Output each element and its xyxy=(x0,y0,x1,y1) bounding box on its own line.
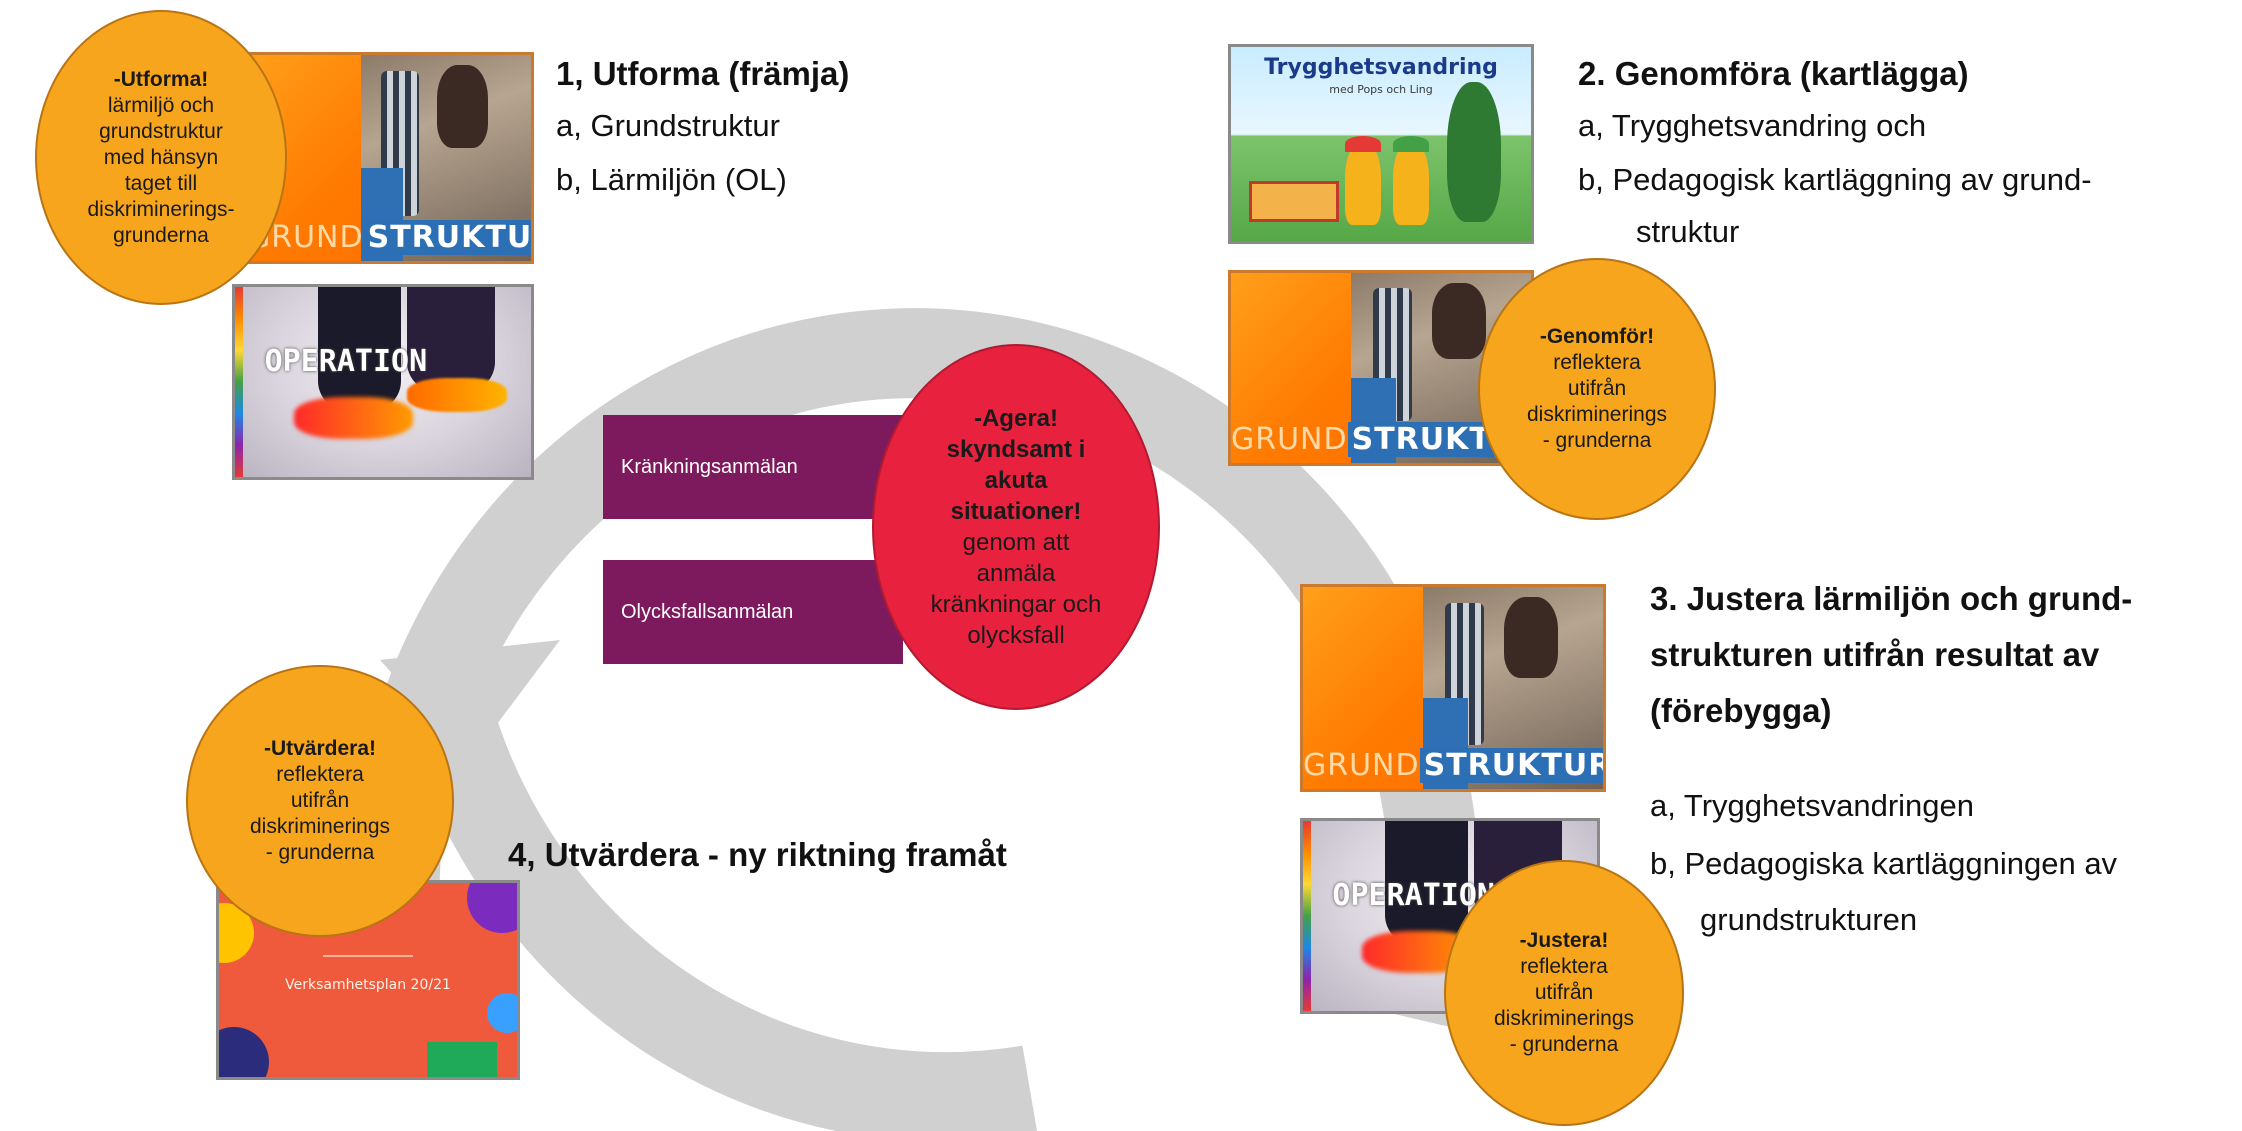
bubble-line: diskriminerings xyxy=(1526,403,1668,426)
bubble-line: reflektera xyxy=(1553,351,1641,374)
bubble-line: reflektera xyxy=(1520,955,1608,978)
slide-struktur-text: STRUKTUR xyxy=(363,220,531,255)
bubble-title: -Agera! xyxy=(973,405,1058,432)
bubble-line: reflektera xyxy=(276,763,364,786)
slide-operation-text: OPERATION xyxy=(1332,878,1495,913)
slide-operation-text: OPERATION xyxy=(264,344,428,379)
krankningsanmalan-bar: Kränkningsanmälan xyxy=(603,415,903,519)
step1-heading: 1, Utforma (främja) xyxy=(556,55,850,92)
trygghetsvandring-slide: Trygghetsvandring med Pops och Ling xyxy=(1228,44,1534,244)
bubble-line: situationer! xyxy=(950,498,1082,525)
bubble-line: genom att xyxy=(962,529,1070,556)
step2-heading: 2. Genomföra (kartlägga) xyxy=(1578,55,1969,92)
step2-item-a: a, Trygghetsvandring och xyxy=(1578,108,1927,143)
bubble-line: olycksfall xyxy=(967,622,1065,649)
slide-grund-text: GRUND xyxy=(1231,422,1348,457)
bubble-line: diskriminerings xyxy=(249,815,391,838)
step3-item-a: a, Trygghetsvandringen xyxy=(1650,788,1974,823)
slide-tv-subtitle: med Pops och Ling xyxy=(1329,83,1433,96)
bubble-line: skyndsamt i xyxy=(946,436,1086,463)
agera-bubble: -Agera! skyndsamt i akuta situationer! g… xyxy=(872,344,1160,710)
step4-heading: 4, Utvärdera - ny riktning framåt xyxy=(508,836,1007,873)
bubble-title: -Utforma! xyxy=(113,67,209,91)
bubble-line: - grunderna xyxy=(1542,429,1652,452)
step3-heading-line1: 3. Justera lärmiljön och grund- xyxy=(1650,580,2133,617)
step1-item-a: a, Grundstruktur xyxy=(556,108,780,143)
bubble-title: -Justera! xyxy=(1519,929,1609,952)
bar-label: Olycksfallsanmälan xyxy=(621,600,794,623)
step3-item-b-cont: grundstrukturen xyxy=(1700,902,1918,937)
bubble-line: lärmiljö och xyxy=(107,93,215,117)
step3-item-b: b, Pedagogiska kartläggningen av xyxy=(1650,846,2118,881)
step2-item-b-cont: struktur xyxy=(1636,214,1740,249)
bar-label: Kränkningsanmälan xyxy=(621,455,798,478)
step2-item-b: b, Pedagogisk kartläggning av grund- xyxy=(1578,162,2092,197)
bubble-line: anmäla xyxy=(976,560,1056,587)
bubble-line: - grunderna xyxy=(265,841,375,864)
slide-struktur-text: STRUKTUR xyxy=(1419,748,1603,783)
bubble-line: utifrån xyxy=(290,789,350,812)
bubble-line: grunderna xyxy=(113,223,209,247)
slide-vp-title: Verksamhetsplan 20/21 xyxy=(285,977,451,993)
bubble-title: -Genomför! xyxy=(1539,325,1655,348)
bubble-title: -Utvärdera! xyxy=(263,737,377,760)
bubble-line: utifrån xyxy=(1534,981,1594,1004)
slide-grund-text: GRUND xyxy=(1303,748,1420,783)
justera-bubble: -Justera! reflektera utifrån diskriminer… xyxy=(1444,860,1684,1126)
utforma-bubble: -Utforma! lärmiljö och grundstruktur med… xyxy=(35,10,287,305)
bubble-line: taget till xyxy=(124,171,198,195)
slide-tv-title: Trygghetsvandring xyxy=(1264,55,1498,80)
bubble-line: akuta xyxy=(984,467,1048,494)
bubble-line: diskriminerings- xyxy=(87,197,235,221)
bubble-line: grundstruktur xyxy=(99,119,223,143)
bubble-line: kränkningar och xyxy=(930,591,1102,618)
operation-slide-1: OPERATION xyxy=(232,284,534,480)
genomfor-bubble: -Genomför! reflektera utifrån diskrimine… xyxy=(1478,258,1716,520)
bubble-line: utifrån xyxy=(1567,377,1627,400)
step3-heading-line2: strukturen utifrån resultat av xyxy=(1650,636,2100,673)
bubble-line: diskriminerings xyxy=(1493,1007,1635,1030)
bubble-line: - grunderna xyxy=(1509,1033,1619,1056)
utvardera-bubble: -Utvärdera! reflektera utifrån diskrimin… xyxy=(186,665,454,937)
bubble-line: med hänsyn xyxy=(103,145,219,169)
step1-item-b: b, Lärmiljön (OL) xyxy=(556,162,787,197)
step3-heading-line3: (förebygga) xyxy=(1650,692,1832,729)
olycksfallsanmalan-bar: Olycksfallsanmälan xyxy=(603,560,903,664)
